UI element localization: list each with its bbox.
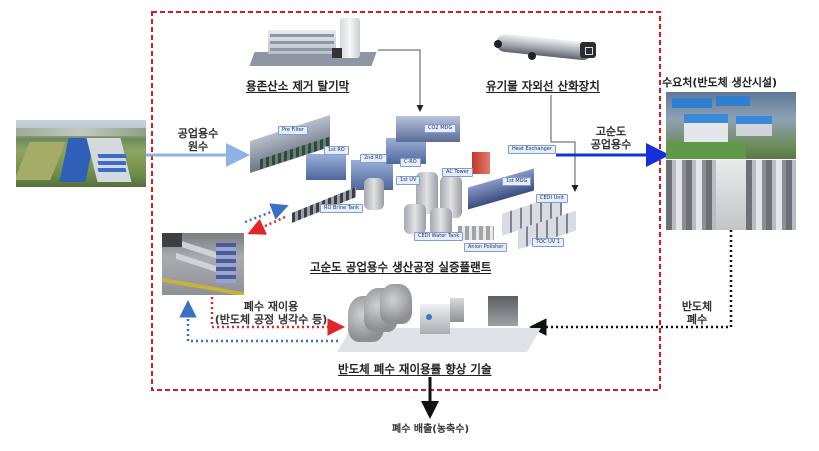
reuse-facility-photo (162, 233, 244, 295)
raw-water-label-line2: 원수 (187, 140, 209, 153)
tag-ac-tower: AC Tower (442, 168, 473, 177)
raw-water-label-line1: 공업용수 (177, 127, 219, 140)
deaerator-membrane-title: 용존산소 제거 탈기막 (246, 79, 350, 93)
wastewater-reuse-tech-title: 반도체 폐수 재이용률 향상 기술 (338, 362, 492, 376)
tag-heat-exchanger: Heat Exchanger (508, 145, 556, 154)
reuse-red-dotted-arrow (210, 297, 345, 336)
wastewater-label: 반도체 폐수 (672, 300, 722, 326)
tag-ro-brine-tank: RO Brine Tank (320, 204, 364, 213)
high-purity-water-label: 고순도 공업용수 (576, 125, 646, 151)
tag-1st-mdg: 1st MDG (502, 177, 532, 186)
high-purity-water-label-line1: 고순도 (595, 125, 627, 138)
pilot-plant-image: Pre Filter 1st RO 2nd RO C-RO CO2 MDG He… (246, 108, 586, 254)
uv-oxidizer-title: 유기물 자외선 산화장치 (486, 79, 600, 93)
tag-cedi-water-tank: CEDI Water Tank (414, 232, 464, 241)
wastewater-reuse-tech-image (337, 282, 541, 354)
semiconductor-fab-aerial-photo (666, 92, 796, 159)
tag-anion-polisher: Anion Polisher (464, 243, 508, 252)
discharge-label: 폐수 배출(농축수) (392, 424, 470, 435)
uv-oxidizer-image (492, 30, 604, 70)
reuse-label-line2: (반도체 공정 냉각수 등) (214, 313, 328, 326)
reuse-label: 폐수 재이용 (반도체 공정 냉각수 등) (206, 300, 336, 326)
deaerator-membrane-image (248, 18, 378, 72)
consumer-title: 수요처(반도체 생산시설) (662, 76, 778, 89)
reuse-label-line1: 폐수 재이용 (243, 300, 299, 313)
tag-1st-ro: 1st RO (324, 146, 349, 155)
wastewater-label-line2: 폐수 (686, 313, 708, 326)
semiconductor-fab-interior-photo (666, 160, 796, 230)
tag-c-ro: C-RO (400, 158, 421, 167)
water-reservoir-photo (16, 120, 146, 187)
process-boundary (151, 11, 661, 391)
deaerator-connector (378, 49, 424, 112)
tag-toc-uv: TOC UV 1 (532, 238, 564, 247)
uv-oxidizer-connector (550, 95, 579, 192)
raw-water-label: 공업용수 원수 (168, 127, 228, 153)
wastewater-dotted-arrow (529, 230, 733, 336)
tag-pre-filter: Pre Filter (278, 126, 308, 135)
tag-cedi-unit: CEDI Unit (536, 194, 568, 203)
tag-co2-mdg: CO2 MDG (424, 124, 457, 133)
high-purity-water-label-line2: 공업용수 (590, 138, 632, 151)
tag-2nd-ro: 2nd RO (360, 154, 387, 163)
tag-1st-uv: 1st UV (396, 176, 421, 185)
pilot-plant-title: 고순도 공업용수 생산공정 실증플랜트 (310, 260, 492, 274)
reuse-red-dotted-diagonal (247, 215, 286, 235)
reuse-blue-dotted-arrow (179, 300, 338, 343)
wastewater-label-line1: 반도체 (681, 300, 713, 313)
